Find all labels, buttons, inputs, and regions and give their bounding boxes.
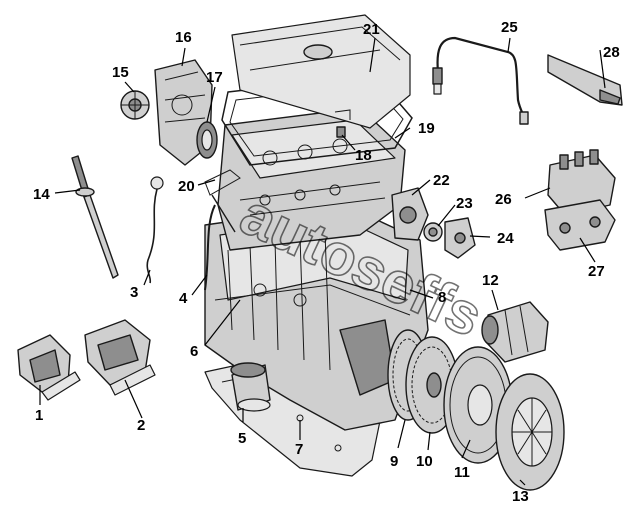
callout-11: 11 [454, 464, 470, 481]
callout-13: 13 [512, 488, 529, 505]
pressure-plate [495, 373, 565, 491]
callout-18: 18 [355, 147, 372, 164]
callout-27: 27 [588, 263, 605, 280]
callout-15: 15 [112, 64, 129, 81]
clutch-disc [443, 346, 513, 464]
thermostat-cover-24 [444, 217, 476, 259]
thermostat-housing-22 [391, 187, 429, 241]
callout-12: 12 [482, 272, 499, 289]
bolt-18 [336, 126, 346, 138]
bracket-20 [204, 169, 241, 233]
starter-motor [481, 301, 549, 363]
callout-16: 16 [175, 29, 192, 46]
callout-2: 2 [137, 417, 145, 434]
callout-6: 6 [190, 343, 198, 360]
callout-labels: 1 2 3 4 5 6 7 8 9 10 11 12 13 14 15 16 1… [33, 19, 620, 505]
oil-filter [230, 362, 271, 412]
callout-8: 8 [438, 289, 446, 306]
dipstick [71, 155, 119, 279]
callout-23: 23 [456, 195, 473, 212]
leader-lines [39, 37, 606, 486]
tube-4 [204, 204, 216, 291]
engine-mount-1 [17, 334, 81, 401]
callout-20: 20 [178, 178, 195, 195]
thermostat-23 [423, 222, 443, 242]
seal-17 [196, 121, 218, 159]
oxygen-sensor [432, 36, 529, 125]
engine-mount-2 [84, 319, 156, 396]
callout-7: 7 [295, 441, 303, 458]
callout-17: 17 [206, 69, 223, 86]
callout-4: 4 [179, 290, 188, 307]
callout-28: 28 [603, 44, 620, 61]
callout-21: 21 [363, 21, 380, 38]
callout-26: 26 [495, 191, 512, 208]
callout-1: 1 [35, 407, 43, 424]
coil-bracket [544, 199, 616, 251]
sensor-wire-3 [146, 176, 164, 284]
callout-24: 24 [497, 230, 514, 247]
callout-19: 19 [418, 120, 435, 137]
water-pump [120, 90, 150, 120]
callout-9: 9 [390, 453, 398, 470]
callout-25: 25 [501, 19, 518, 36]
callout-5: 5 [238, 430, 246, 447]
heat-shield [547, 54, 623, 106]
callout-22: 22 [433, 172, 450, 189]
callout-10: 10 [416, 453, 433, 470]
callout-3: 3 [130, 284, 138, 301]
callout-14: 14 [33, 186, 50, 203]
valve-cover [231, 14, 411, 129]
